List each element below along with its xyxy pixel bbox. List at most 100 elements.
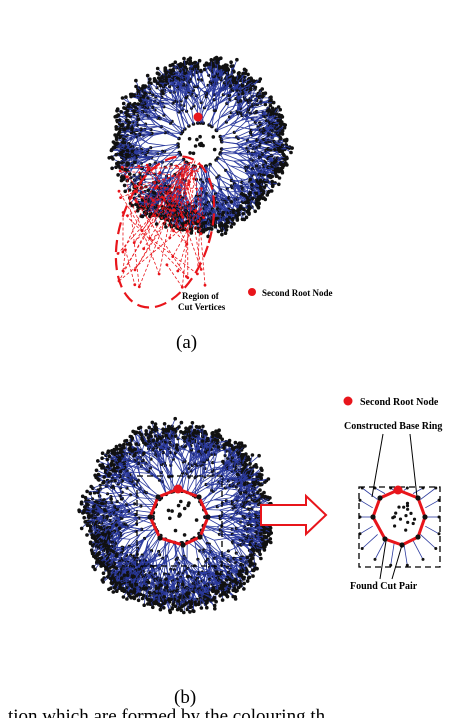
tree-node	[120, 122, 125, 127]
tree-node	[263, 102, 268, 107]
tree-node	[131, 93, 136, 97]
inner-node	[198, 143, 202, 147]
tree-edge	[234, 185, 242, 195]
tree-edge	[217, 157, 231, 167]
tree-node	[240, 84, 245, 88]
tree-edge	[200, 166, 207, 180]
tree-node	[272, 160, 277, 164]
tree-node	[125, 152, 130, 157]
tree-node	[167, 74, 171, 79]
tree-edge	[248, 202, 256, 212]
tree-edge	[233, 160, 246, 168]
tree-node	[109, 155, 114, 159]
tree-node	[124, 118, 129, 122]
tree-node	[122, 127, 126, 132]
tree-node	[223, 231, 228, 235]
tree-edge	[215, 193, 226, 202]
cut-vertex-node	[203, 283, 207, 287]
tree-node	[258, 178, 263, 183]
tree-edge	[231, 184, 242, 187]
tree-edge	[267, 181, 279, 185]
tree-node	[187, 61, 192, 66]
tree-node	[209, 58, 214, 62]
tree-node	[274, 174, 279, 178]
region-label-line2: Cut Vertices	[178, 302, 226, 312]
tree-node	[224, 228, 229, 232]
inner-node	[212, 147, 217, 152]
tree-node	[143, 91, 147, 95]
tree-node	[154, 222, 159, 226]
tree-node	[241, 91, 245, 96]
tree-edge	[233, 160, 247, 172]
tree-node	[243, 71, 248, 76]
tree-edge	[216, 177, 232, 187]
tree-network-b	[77, 416, 277, 615]
cut-edge	[166, 264, 183, 288]
inner-node	[195, 137, 199, 142]
tree-node	[189, 226, 194, 230]
tree-edge	[207, 202, 209, 216]
cut-vertex-node	[165, 263, 169, 267]
tree-edge	[148, 142, 166, 146]
tree-node	[235, 218, 240, 222]
tree-node	[225, 217, 229, 222]
tree-node	[271, 100, 276, 105]
tree-node	[227, 215, 232, 220]
tree-edge	[220, 151, 235, 154]
tree-node	[163, 67, 167, 71]
tree-edge	[164, 154, 181, 156]
cut-vertex-node	[142, 247, 146, 251]
tree-edge	[205, 165, 218, 179]
tree-node	[234, 81, 238, 85]
tree-edge	[221, 148, 238, 154]
tree-node	[234, 213, 239, 218]
cut-vertex-node	[158, 171, 162, 174]
tree-node	[211, 64, 216, 68]
tree-node	[118, 134, 123, 139]
tree-node	[115, 118, 119, 123]
tree-node	[120, 96, 125, 100]
tree-node	[130, 126, 134, 131]
tree-edge	[231, 180, 242, 183]
tree-node	[269, 95, 273, 99]
tree-node	[134, 84, 138, 89]
inner-node	[193, 144, 198, 148]
tree-node	[271, 111, 276, 116]
tree-node	[181, 222, 185, 226]
tree-node	[232, 222, 236, 226]
tree-edge	[174, 84, 184, 86]
tree-node	[243, 200, 248, 205]
cut-vertex-node	[116, 252, 120, 255]
tree-node	[214, 216, 219, 221]
tree-edge	[203, 190, 207, 206]
tree-edge	[195, 196, 200, 207]
cut-edge	[172, 230, 188, 257]
tree-node	[218, 65, 223, 70]
tree-node	[148, 77, 152, 81]
tree-edge	[218, 175, 228, 189]
tree-node	[258, 185, 263, 190]
tree-node	[199, 69, 203, 73]
second-root-node-a	[193, 112, 203, 122]
tree-edge	[215, 159, 226, 171]
cut-vertex-node	[176, 225, 180, 229]
tree-node	[126, 103, 131, 107]
tree-node	[267, 174, 272, 178]
tree-node	[206, 218, 211, 222]
tree-edge	[237, 147, 255, 154]
tree-edge	[234, 183, 243, 189]
tree-node	[237, 211, 241, 215]
tree-node	[125, 148, 130, 153]
tree-node	[171, 69, 176, 73]
tree-edge	[221, 141, 237, 144]
tree-edge	[245, 167, 253, 180]
tree-node	[122, 183, 127, 188]
tree-node	[222, 81, 226, 85]
tree-edge	[216, 186, 233, 189]
tree-node	[277, 182, 281, 187]
tree-edge	[241, 182, 251, 186]
inner-node	[198, 134, 202, 139]
tree-node	[268, 109, 272, 113]
tree-node	[248, 87, 253, 91]
